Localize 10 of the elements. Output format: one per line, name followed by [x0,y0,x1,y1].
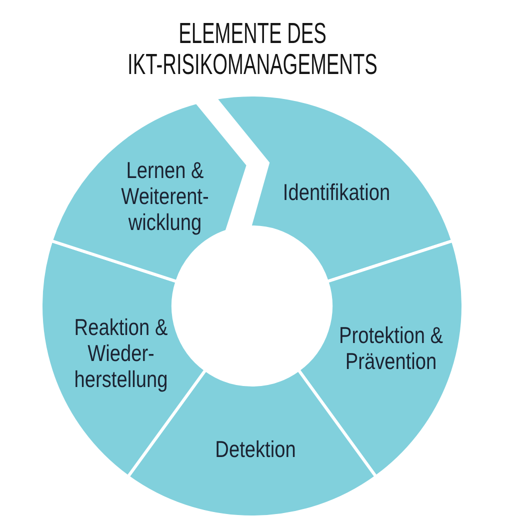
diagram-title: ELEMENTE DES IKT-RISIKOMANAGEMENTS [126,19,378,81]
segment-label: Reaktion & Wieder- herstellung [73,314,169,392]
ring-segment [215,95,453,282]
segment-label: Lernen & Weiterent- wicklung [120,157,210,235]
segment-label: Identifikation [281,179,391,205]
ring-segment [51,102,248,282]
segment-label: Protektion & Prävention [338,322,444,374]
ring-segment [41,240,206,477]
segment-label: Detektion [214,436,296,462]
ring-segment [298,240,463,477]
